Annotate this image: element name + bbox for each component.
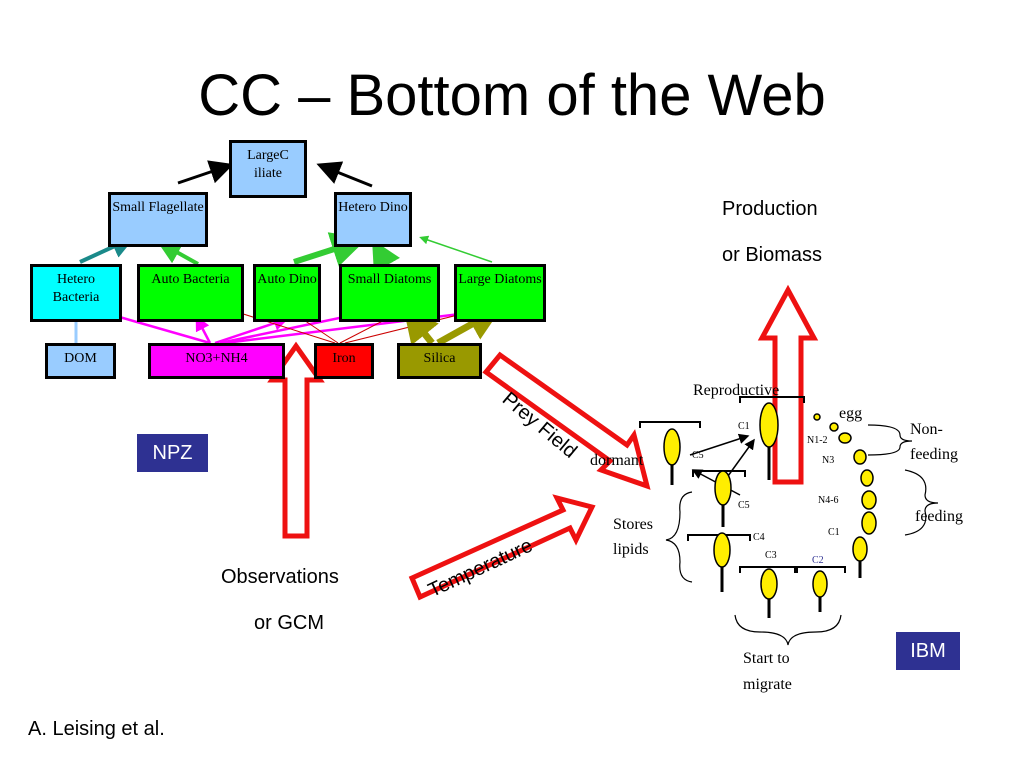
ibm-lifecycle	[639, 396, 939, 646]
observations-label-1: Observations	[221, 566, 339, 588]
stage-n4-6: N4-6	[818, 495, 839, 506]
start-migrate-label-2: migrate	[743, 676, 792, 693]
stage-c3: C3	[765, 550, 777, 561]
production-label-2: or Biomass	[722, 244, 823, 266]
arrow-flagellate-to-ciliate	[177, 160, 234, 185]
stage-n3: N3	[822, 455, 835, 466]
box-iron: Iron	[314, 343, 374, 379]
box-auto-dino: Auto Dino	[253, 264, 321, 322]
ibm-badge: IBM	[896, 632, 960, 670]
stage-n1-2: N1-2	[807, 435, 828, 446]
temperature-arrow	[408, 494, 596, 601]
prey-field-arrow	[482, 351, 651, 490]
arrow-smalldiatoms-to-heterodino	[372, 239, 400, 273]
arrow-nutrients-to-autobacteria	[195, 315, 212, 344]
feeding-label: feeding	[915, 508, 963, 525]
box-large-diatoms: Large Diatoms	[454, 264, 546, 322]
credit-text: A. Leising et al.	[28, 718, 165, 740]
arrow-autobacteria-to-flagellate	[157, 241, 199, 266]
box-auto-bacteria: Auto Bacteria	[137, 264, 244, 322]
start-migrate-label-1: Start to	[743, 650, 790, 667]
npz-badge: NPZ	[137, 434, 208, 472]
stage-c5-b: C5	[738, 500, 750, 511]
production-label-1: Production	[722, 198, 818, 220]
reproductive-label: Reproductive	[693, 382, 780, 399]
stores-lipids-label-2: lipids	[613, 541, 649, 558]
stores-lipids-label-1: Stores	[613, 516, 653, 533]
observations-label-2: or GCM	[254, 612, 324, 634]
observations-arrow	[267, 341, 325, 539]
box-dom: DOM	[45, 343, 116, 379]
box-hetero-dino: Hetero Dino	[334, 192, 412, 247]
dormant-label: dormant	[590, 452, 644, 469]
box-silica: Silica	[397, 343, 482, 379]
stage-c1-top: C1	[738, 421, 750, 432]
arrow-silica-to-smalldiatoms	[403, 307, 439, 346]
non-feeding-label-2: feeding	[910, 446, 958, 463]
stage-c4: C4	[753, 532, 765, 543]
arrow-largediatoms-to-heterodino	[419, 235, 493, 263]
stage-c1-right: C1	[828, 527, 840, 538]
arrow-dino-to-ciliate	[316, 161, 373, 188]
box-hetero-bacteria: Hetero Bacteria	[30, 264, 122, 322]
box-no3-nh4: NO3+NH4	[148, 343, 285, 379]
box-small-flagellate: Small Flagellate	[108, 192, 208, 247]
box-small-diatoms: Small Diatoms	[339, 264, 440, 322]
non-feeding-label-1: Non-	[910, 421, 943, 438]
arrow-nutrients-to-autodino	[214, 316, 289, 345]
stage-c2: C2	[812, 555, 824, 566]
stage-c5-a: C5	[692, 450, 704, 461]
egg-label: egg	[839, 405, 863, 422]
box-large-ciliate: LargeC iliate	[229, 140, 307, 198]
page-title: CC – Bottom of the Web	[198, 63, 826, 128]
